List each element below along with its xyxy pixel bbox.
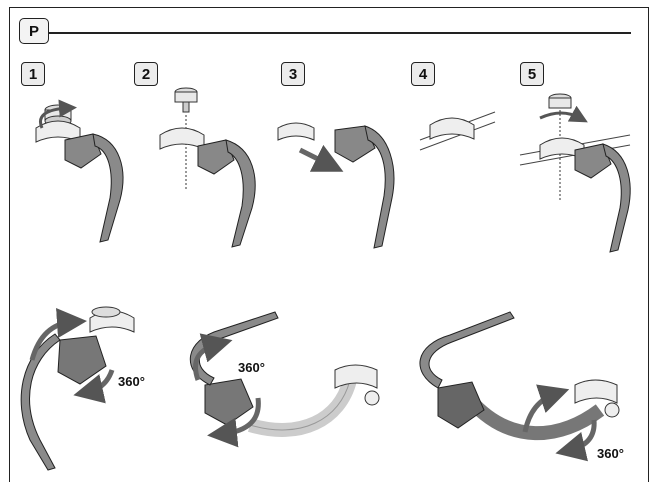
step-4-number: 4	[411, 62, 435, 86]
rotation-label-3: 360°	[597, 446, 624, 461]
rotation-view-3	[419, 311, 620, 462]
rotation-label-2: 360°	[238, 360, 265, 375]
rotation-label-1: 360°	[118, 374, 145, 389]
step-5-tighten-knob	[519, 93, 631, 253]
step-3-number: 3	[281, 62, 305, 86]
section-divider	[49, 32, 631, 34]
step-2-knob-and-screw	[159, 87, 256, 248]
step-3-attach-clamp	[277, 122, 395, 249]
step-5-number: 5	[520, 62, 544, 86]
step-2-number: 2	[134, 62, 158, 86]
rotation-view-2	[189, 311, 380, 448]
page-frame	[9, 7, 649, 482]
step-1-number: 1	[21, 62, 45, 86]
step-1-clamp-with-knob	[35, 99, 124, 243]
section-label: P	[19, 18, 49, 44]
step-4-clamp-on-bar	[419, 111, 496, 151]
rotation-view-1	[20, 306, 135, 471]
